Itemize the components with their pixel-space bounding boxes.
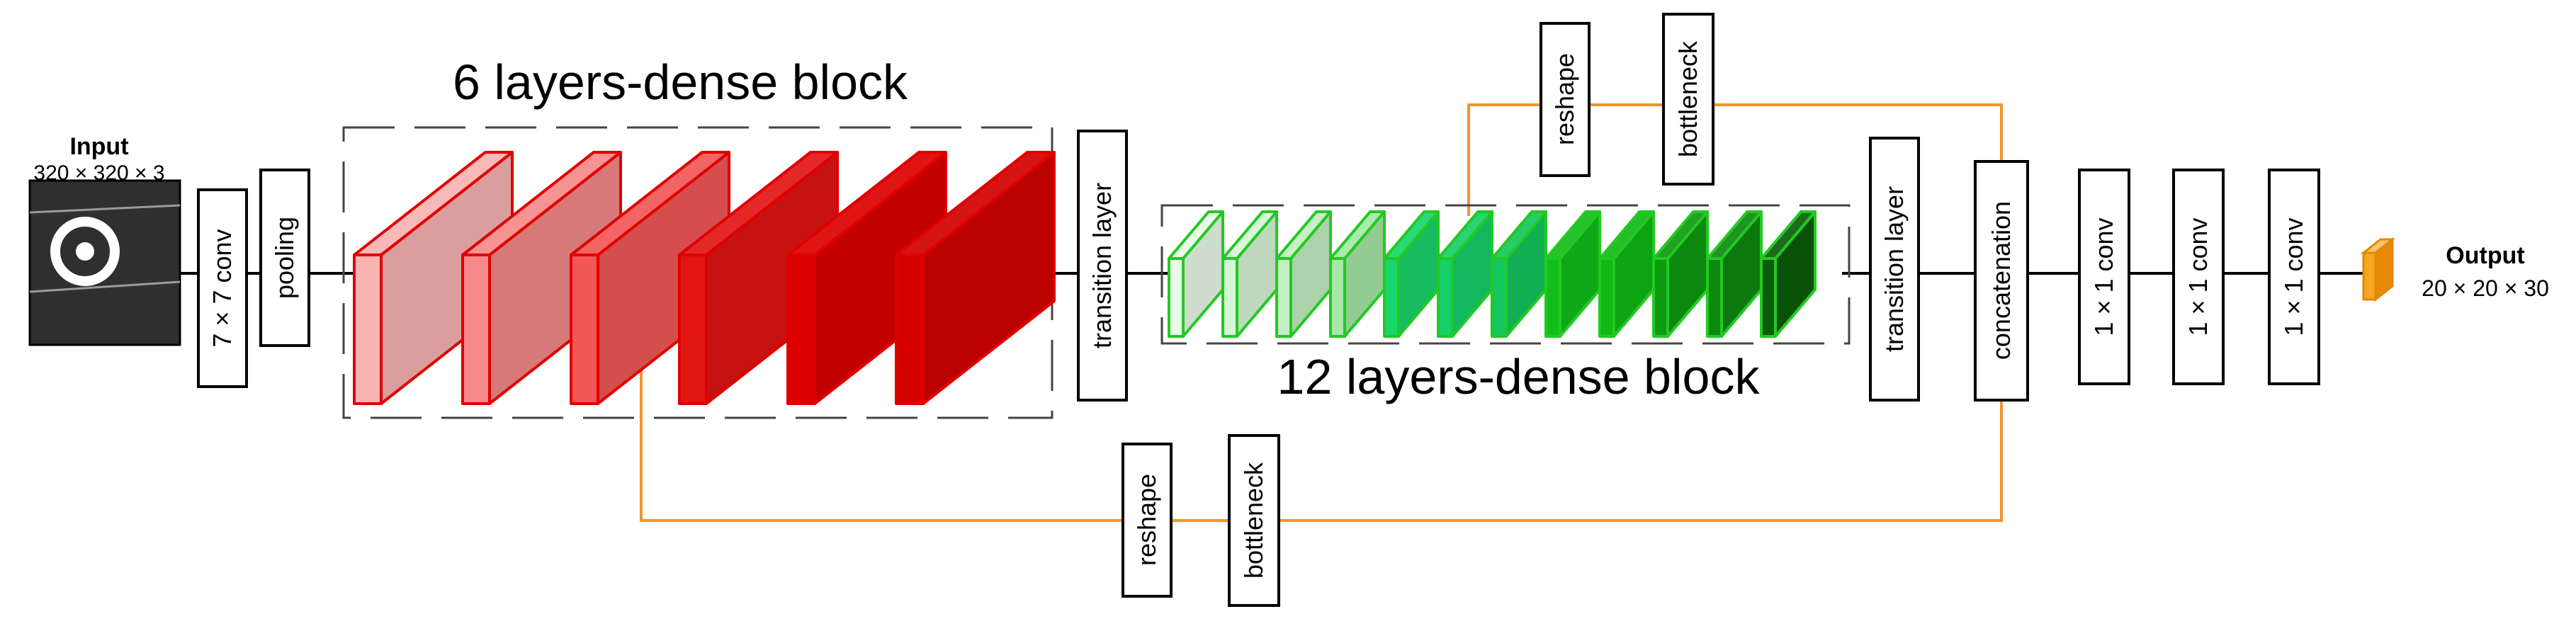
dense-block-12-layer [1598, 210, 1655, 338]
conv1a-frame [2078, 169, 2130, 385]
top-skip-line [1467, 103, 2003, 216]
dense-block-12-layer [1544, 210, 1601, 338]
input-title: Input [69, 133, 128, 160]
dense-block-6-layer [461, 151, 622, 405]
dense-block-12-layer-front [1275, 257, 1292, 338]
pooling-box: pooling [259, 169, 310, 347]
dense-block-6-layers [353, 151, 1056, 405]
dense-block-12-layer [1491, 210, 1547, 338]
transition2-frame [1869, 137, 1920, 402]
transition1-frame [1077, 130, 1128, 402]
skip-connections [640, 103, 2003, 522]
bottom-skip-line [640, 361, 2003, 522]
transition1-box: transition layer [1077, 130, 1128, 402]
dense-block-12-layer-front [1598, 257, 1615, 338]
transition2-label: transition layer [1880, 186, 1909, 352]
dense-block-12-layer-front [1168, 257, 1185, 338]
top-reshape-frame [1540, 22, 1591, 177]
concatenation-label: concatenation [1987, 201, 2016, 360]
dense-block-6-layer-front [678, 254, 708, 405]
transition2-box: transition layer [1869, 137, 1920, 402]
input-dims: 320 × 320 × 3 [33, 161, 164, 185]
top-bottleneck-frame [1662, 13, 1714, 186]
input-image [28, 179, 181, 346]
dense-block-12-layer [1275, 210, 1332, 338]
top-bottleneck-box: bottleneck [1662, 13, 1714, 186]
conv1c-box: 1 × 1 conv [2268, 169, 2320, 385]
dense-block-6-layer-front [786, 254, 816, 405]
conv7-frame [197, 188, 248, 388]
dense-block-6-layer-front [570, 254, 599, 405]
dense-block-12-layers [1168, 210, 1817, 338]
top-reshape-box: reshape [1540, 22, 1591, 177]
conv7-label: 7 × 7 conv [208, 229, 237, 347]
output-block-front [2362, 251, 2377, 301]
dense-block-12-layer-front [1706, 257, 1723, 338]
bottom-bottleneck-label: bottleneck [1239, 462, 1268, 579]
bottom-bottleneck-frame [1228, 434, 1280, 607]
dense-block-12-layer-front [1491, 257, 1508, 338]
dense-block-12-layer-front [1652, 257, 1669, 338]
dense-block-12-layer [1437, 210, 1493, 338]
dense-block-12-layer-front [1221, 257, 1238, 338]
conv1a-label: 1 × 1 conv [2089, 217, 2118, 336]
dense-block-6-title: 6 layers-dense block [453, 55, 908, 110]
transition1-label: transition layer [1088, 183, 1117, 348]
dense-block-6-layer [786, 151, 947, 405]
dense-block-6-layer-front [353, 254, 383, 405]
conv1a-box: 1 × 1 conv [2078, 169, 2130, 385]
conv1b-frame [2172, 169, 2225, 385]
dense-block-12-layer [1168, 210, 1224, 338]
concatenation-box: concatenation [1974, 160, 2029, 402]
dense-block-12-layer [1221, 210, 1278, 338]
pooling-frame [259, 169, 310, 347]
conv1c-frame [2268, 169, 2320, 385]
input-image-line [29, 280, 181, 293]
conv1b-label: 1 × 1 conv [2184, 217, 2213, 336]
dense-block-12-layer-front [1544, 257, 1561, 338]
bottom-reshape-box: reshape [1122, 443, 1173, 598]
dense-block-12-layer-front [1437, 257, 1454, 338]
dense-block-6-layer-front [895, 254, 925, 405]
output-title: Output [2446, 242, 2524, 269]
bottom-reshape-frame [1122, 443, 1173, 598]
top-bottleneck-label: bottleneck [1673, 40, 1702, 157]
dense-block-6-layer [895, 151, 1056, 405]
conv7-box: 7 × 7 conv [197, 188, 248, 388]
input-image-line [29, 204, 181, 214]
dense-block-12-layer-front [1760, 257, 1777, 338]
bottom-reshape-label: reshape [1132, 474, 1161, 566]
dense-block-12-layer [1706, 210, 1763, 338]
dense-block-12-layer [1329, 210, 1386, 338]
dense-block-12-frame [1160, 204, 1851, 345]
dense-block-12-title: 12 layers-dense block [1277, 349, 1761, 404]
conv1c-label: 1 × 1 conv [2279, 217, 2308, 336]
pooling-label: pooling [270, 217, 299, 299]
dense-block-12-layer-front [1383, 257, 1400, 338]
output-block [2360, 237, 2396, 302]
dense-block-6-layer-front [461, 254, 491, 405]
top-reshape-label: reshape [1550, 53, 1579, 145]
dense-block-6-layer [353, 151, 514, 405]
conv1b-box: 1 × 1 conv [2172, 169, 2225, 385]
dense-block-6-layer [570, 151, 730, 405]
output-dims: 20 × 20 × 30 [2422, 275, 2549, 301]
concatenation-frame [1974, 160, 2029, 402]
bottom-bottleneck-box: bottleneck [1228, 434, 1280, 607]
dense-block-12-layer [1760, 210, 1817, 338]
dense-block-12-layer-front [1329, 257, 1346, 338]
input-target-icon [50, 217, 120, 286]
input-target-center [76, 242, 94, 261]
dense-block-12-layer [1383, 210, 1440, 338]
dense-block-12-layer [1652, 210, 1709, 338]
